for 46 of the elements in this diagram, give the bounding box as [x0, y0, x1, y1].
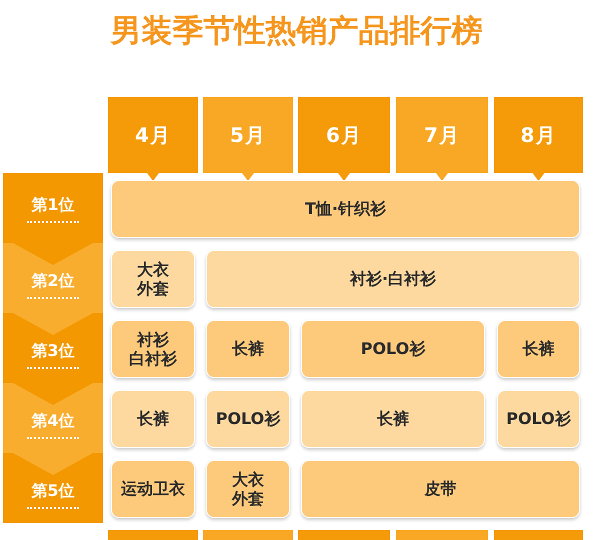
product-name: 大衣外套 — [232, 470, 264, 508]
product-cell — [497, 390, 580, 448]
rank-label: 第2位 — [27, 269, 79, 299]
product-name: 长裤 — [522, 339, 554, 359]
rank-tab — [3, 173, 103, 243]
product-name: POLO衫 — [216, 409, 280, 429]
product-cell — [206, 250, 580, 308]
month-header — [203, 97, 293, 181]
product-cell — [206, 320, 290, 378]
month-label: 4月 — [135, 122, 171, 149]
product-name: 运动卫衣 — [121, 479, 185, 499]
product-name: 大衣外套 — [137, 260, 169, 298]
rank-label: 第4位 — [27, 409, 79, 439]
product-cell — [301, 390, 485, 448]
product-name: T恤·针织衫 — [305, 199, 386, 219]
product-name: POLO衫 — [506, 409, 571, 429]
rank-label: 第1位 — [27, 193, 79, 223]
month-header — [108, 97, 198, 181]
month-label: 8月 — [520, 122, 556, 149]
month-label: 7月 — [424, 122, 460, 149]
product-name: 长裤 — [377, 409, 409, 429]
product-cell — [206, 460, 290, 518]
product-name: 长裤 — [232, 339, 264, 359]
product-cell — [497, 320, 580, 378]
product-name: 长裤 — [137, 409, 169, 429]
rank-label: 第5位 — [27, 479, 79, 509]
rank-label: 第3位 — [27, 339, 79, 369]
product-name: 衬衫白衬衫 — [129, 330, 177, 368]
product-cell — [111, 180, 580, 238]
month-header — [298, 97, 390, 181]
product-cell — [111, 460, 195, 518]
month-header — [494, 97, 583, 181]
product-cell — [206, 390, 290, 448]
product-cell — [111, 320, 195, 378]
month-label: 6月 — [326, 122, 362, 149]
product-cell — [111, 390, 195, 448]
title: 男装季节性热销产品排行榜 — [109, 12, 484, 51]
product-name: 衬衫·白衬衫 — [350, 269, 436, 289]
product-name: POLO衫 — [360, 339, 426, 359]
product-cell — [301, 320, 485, 378]
month-header — [396, 97, 488, 181]
product-cell — [301, 460, 580, 518]
product-cell — [111, 250, 195, 308]
rank-tab — [3, 453, 103, 523]
product-name: 皮带 — [424, 479, 456, 499]
month-label: 5月 — [230, 122, 266, 149]
